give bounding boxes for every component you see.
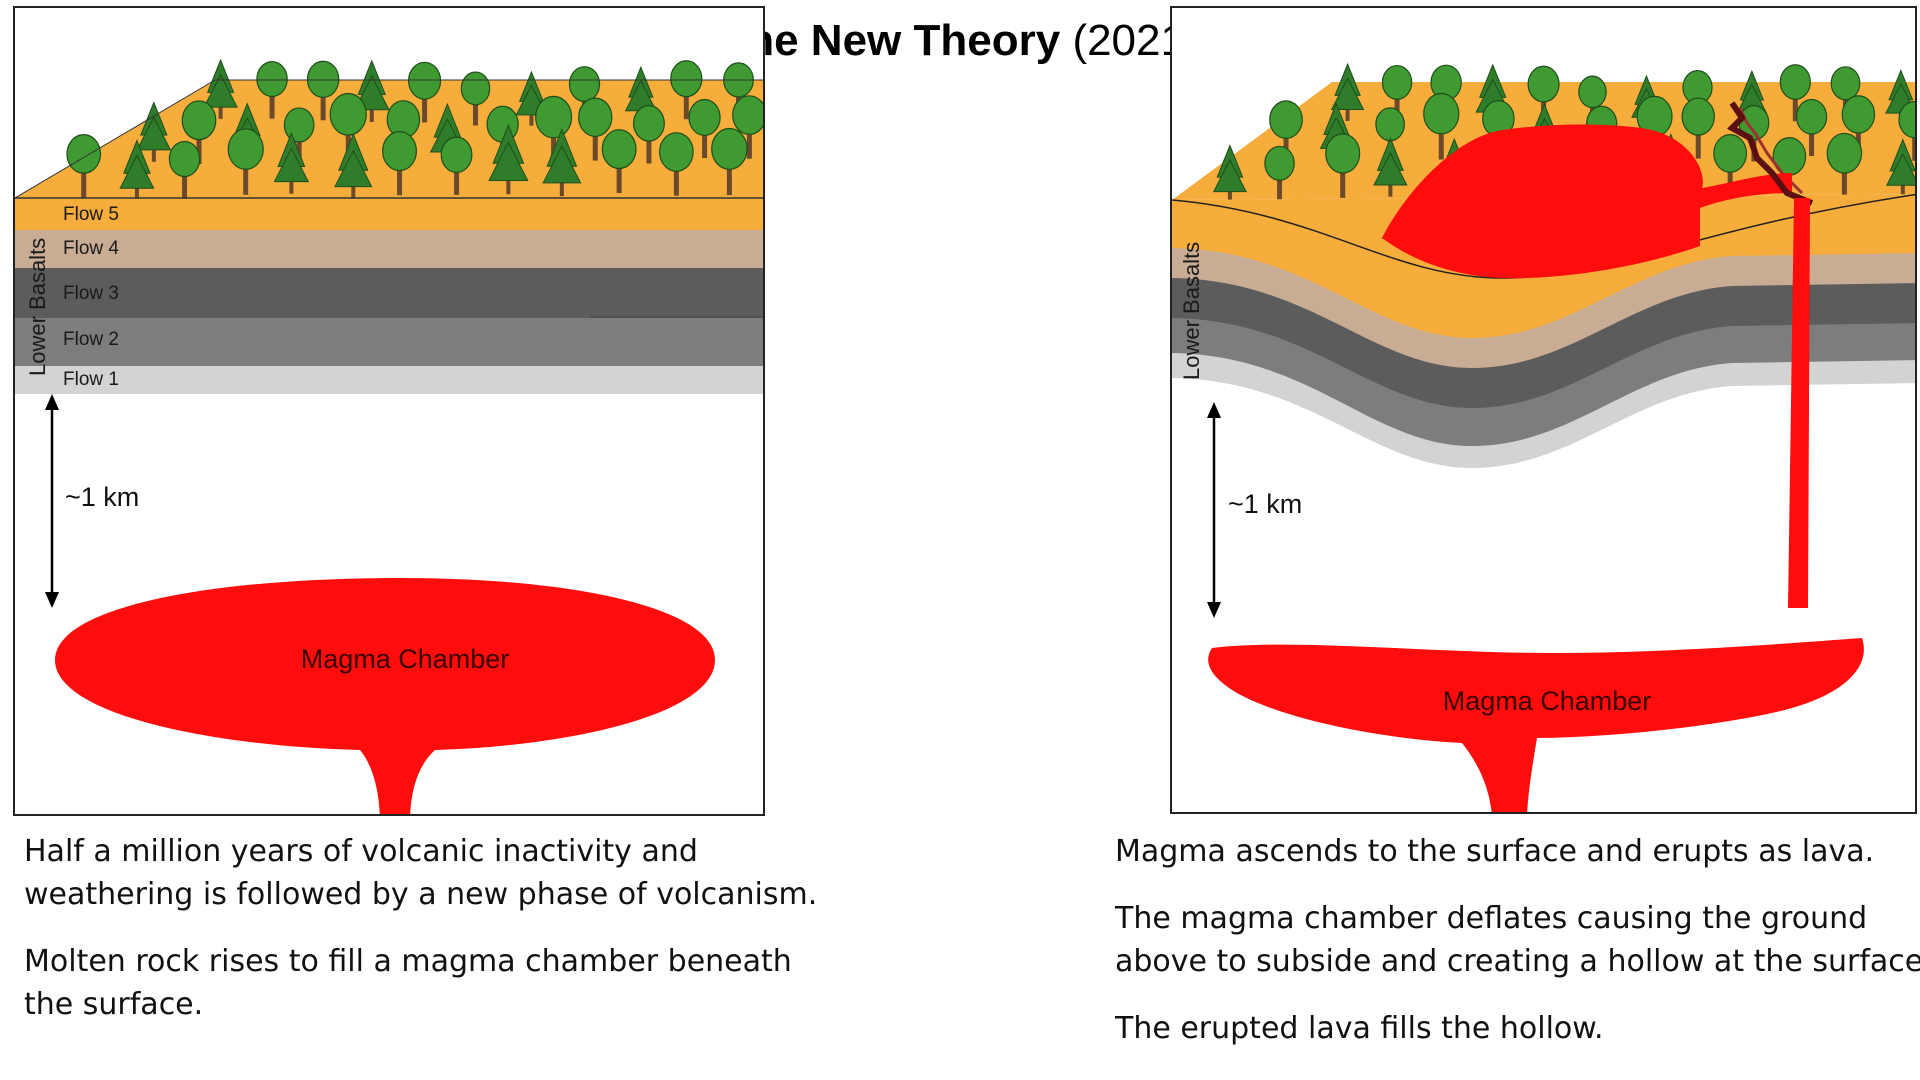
distance-label: ~1 km <box>65 482 139 512</box>
caption-line: the surface. <box>24 987 204 1022</box>
caption-line: Molten rock rises to fill a magma chambe… <box>24 944 792 979</box>
deciduous-tree-icon <box>306 60 340 121</box>
caption-line: weathering is followed by a new phase of… <box>24 877 818 912</box>
deciduous-tree-icon <box>1795 98 1828 157</box>
deciduous-tree-icon <box>659 132 694 196</box>
flow-1-label: Flow 1 <box>63 369 119 390</box>
deciduous-tree-icon <box>688 98 721 159</box>
magma-chamber-label: Magma Chamber <box>1443 686 1652 716</box>
eruption-vent <box>1727 101 1814 206</box>
pine-tree-icon <box>1886 138 1915 197</box>
flow-2-layer <box>15 318 763 366</box>
cross-section-after: Magma Chamber Lower Basalts ~1 km <box>1172 62 1915 812</box>
caption-line: Magma ascends to the surface and erupts … <box>1115 834 1875 869</box>
deciduous-tree-icon <box>578 97 613 161</box>
deciduous-tree-icon <box>1713 134 1748 197</box>
flow-4-layer <box>15 230 763 268</box>
double-arrow-icon <box>45 394 59 608</box>
diagram-after-eruption: Magma Chamber Lower Basalts ~1 km <box>1170 6 1917 814</box>
deciduous-tree-icon <box>181 100 217 165</box>
deciduous-tree-icon <box>535 95 573 164</box>
deciduous-tree-icon <box>601 129 637 194</box>
diagram-before-eruption: Flow 5 Flow 4 Flow 3 Flow 2 Flow 1 Lower… <box>13 6 765 816</box>
pine-tree-icon <box>1736 69 1768 124</box>
deciduous-tree-icon <box>1779 64 1811 122</box>
caption-after: Magma ascends to the surface and erupts … <box>1115 830 1920 1074</box>
deciduous-tree-icon <box>1381 64 1413 121</box>
deciduous-tree-icon <box>1423 92 1460 160</box>
deciduous-tree-icon <box>670 60 703 120</box>
pine-tree-icon <box>273 131 310 194</box>
forest-left <box>66 58 763 201</box>
deciduous-tree-icon <box>1826 132 1863 199</box>
deciduous-tree-icon <box>1681 97 1715 159</box>
pine-tree-icon <box>353 59 390 122</box>
lower-basalts-label: Lower Basalts <box>1179 242 1204 380</box>
flow-2-label: Flow 2 <box>63 329 119 350</box>
pine-tree-icon <box>1212 144 1247 204</box>
deciduous-tree-icon <box>632 105 665 164</box>
title-main: The New Theory <box>720 16 1061 65</box>
flow-5-label: Flow 5 <box>63 204 119 225</box>
deciduous-tree-icon <box>408 61 442 123</box>
magma-chamber <box>1208 638 1864 812</box>
flow-4-label: Flow 4 <box>63 238 119 259</box>
lava-lake <box>1382 124 1792 279</box>
pine-tree-icon <box>334 132 373 200</box>
deciduous-tree-icon <box>732 95 763 159</box>
deciduous-tree-icon <box>382 131 417 196</box>
lower-basalts-label: Lower Basalts <box>25 238 50 376</box>
deciduous-tree-icon <box>256 60 288 119</box>
flow-1-layer <box>15 366 763 394</box>
deciduous-tree-icon <box>1898 100 1915 161</box>
feeder-dyke <box>1788 198 1810 608</box>
pine-tree-icon <box>136 101 172 162</box>
deciduous-tree-icon <box>1264 145 1295 202</box>
caption-line: The magma chamber deflates causing the g… <box>1115 901 1868 936</box>
deciduous-tree-icon <box>66 134 102 198</box>
deciduous-tree-icon <box>168 140 201 199</box>
deciduous-tree-icon <box>1325 133 1361 198</box>
pine-tree-icon <box>542 128 582 197</box>
pine-tree-icon <box>203 58 238 119</box>
caption-line: The erupted lava fills the hollow. <box>1115 1011 1604 1046</box>
pine-tree-icon <box>1330 62 1365 121</box>
pine-tree-icon <box>1373 136 1408 197</box>
distance-label: ~1 km <box>1228 489 1302 519</box>
deciduous-tree-icon <box>227 128 264 195</box>
deciduous-tree-icon <box>711 127 748 196</box>
magma-chamber-label: Magma Chamber <box>301 644 510 674</box>
cross-section-before: Flow 5 Flow 4 Flow 3 Flow 2 Flow 1 Lower… <box>15 58 763 814</box>
caption-before: Half a million years of volcanic inactiv… <box>24 830 904 1050</box>
pine-tree-icon <box>119 139 155 201</box>
flow-3-layer <box>15 268 763 318</box>
flow-3-label: Flow 3 <box>63 283 119 304</box>
pine-tree-icon <box>488 123 529 195</box>
magma-chamber <box>55 578 715 814</box>
caption-line: above to subside and creating a hollow a… <box>1115 944 1920 979</box>
caption-line: Half a million years of volcanic inactiv… <box>24 834 698 869</box>
double-arrow-icon <box>1207 402 1221 618</box>
deciduous-tree-icon <box>440 136 473 195</box>
flow-5-layer <box>15 198 763 230</box>
